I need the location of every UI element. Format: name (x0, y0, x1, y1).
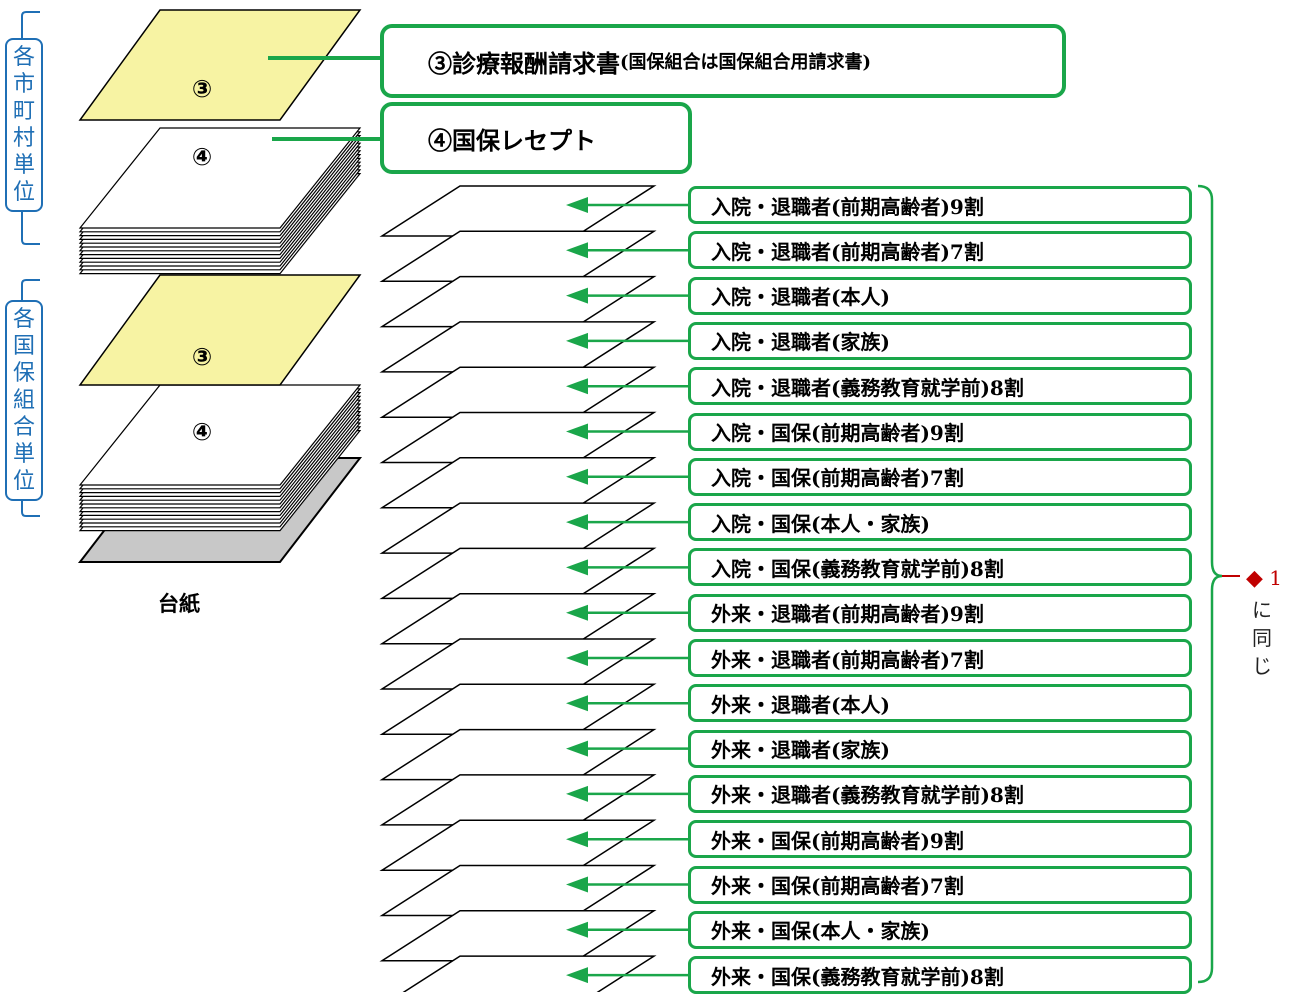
category-item: 外来・退職者(前期高齢者)7割 (688, 639, 1192, 677)
arrow-head (566, 242, 588, 259)
category-item: 外来・退職者(家族) (688, 729, 1192, 768)
category-item: 入院・退職者(家族) (688, 321, 1192, 360)
union-label-char: 単 (12, 442, 35, 467)
divider-sheet (379, 230, 657, 283)
category-item: 外来・国保(前期高齢者)7割 (688, 865, 1192, 904)
municipality-label-char: 村 (12, 126, 35, 151)
arrow-head (566, 921, 588, 938)
stack-marker-invoice: ③ (191, 75, 213, 103)
municipality-label-char: 単 (12, 153, 35, 178)
divider-sheet (379, 321, 657, 373)
divider-sheet (379, 457, 657, 509)
divider-sheet (379, 592, 657, 645)
divider-sheet (379, 864, 657, 917)
connector-lines (268, 56, 1240, 984)
union-label-char: 各 (12, 307, 35, 332)
receipt-callout-title: ④国保レセプト (428, 125, 596, 155)
category-item: 入院・国保(前期高齢者)7割 (688, 457, 1192, 496)
municipality-label-char: 各 (12, 45, 35, 70)
arrow-head (566, 740, 588, 757)
arrow-head (566, 695, 588, 712)
stack-marker-receipt: ④ (191, 418, 213, 446)
arrow-head (566, 967, 588, 984)
reference-number: 1 (1269, 566, 1283, 590)
reference-same-as: に同じ (1250, 596, 1274, 680)
invoice-callout-note: (国保組合は国保組合用請求書) (620, 52, 872, 73)
invoice-callout-title: ③診療報酬請求書 (428, 48, 620, 78)
arrow-head (566, 876, 588, 893)
arrow-head (566, 287, 588, 304)
arrow-head (566, 197, 588, 213)
arrow-head (566, 831, 588, 848)
divider-sheet (379, 366, 657, 418)
receipt-sheet (78, 384, 362, 486)
divider-sheet (402, 955, 657, 992)
invoice-callout: ③診療報酬請求書(国保組合は国保組合用請求書) (380, 24, 1066, 98)
arrow-head (566, 650, 588, 666)
municipality-label-char: 町 (12, 99, 35, 124)
category-item: 入院・国保(前期高齢者)9割 (688, 412, 1192, 451)
category-item: 外来・国保(前期高齢者)9割 (688, 820, 1192, 859)
arrow-head (566, 604, 588, 621)
reference-char: 同 (1252, 626, 1272, 650)
divider-sheet (379, 502, 657, 554)
category-item: 外来・退職者(前期高齢者)9割 (688, 593, 1192, 632)
reference-char: じ (1252, 654, 1272, 678)
union-label-char: 合 (12, 415, 35, 440)
category-item: 外来・退職者(本人) (688, 684, 1192, 723)
union-label-char: 保 (12, 361, 35, 386)
divider-sheet (379, 683, 657, 736)
divider-sheet (379, 411, 657, 464)
category-item: 外来・退職者(義務教育就学前)8割 (688, 774, 1192, 813)
paper-stacks (77, 9, 363, 563)
arrow-head (566, 785, 588, 802)
arrow-head (566, 514, 588, 531)
reference-mark: ◆ 1 (1246, 566, 1282, 591)
receipt-sheet (78, 127, 362, 229)
arrow-head (566, 468, 588, 485)
divider-sheet (379, 638, 657, 690)
reference-diamond: ◆ (1246, 566, 1263, 591)
category-item: 入院・退職者(前期高齢者)7割 (688, 231, 1192, 270)
union-unit-label: 各国保組合単位 (5, 300, 43, 501)
arrow-head (566, 559, 588, 576)
invoice-sheet (78, 274, 362, 386)
union-label-char: 位 (12, 469, 35, 494)
divider-sheet (379, 275, 657, 328)
municipality-label-char: 市 (12, 72, 35, 97)
category-item: 入院・国保(義務教育就学前)8割 (688, 548, 1192, 587)
union-label-char: 国 (12, 334, 35, 359)
union-label-char: 組 (12, 388, 35, 413)
arrow-head (566, 423, 588, 440)
divider-sheet (379, 547, 657, 600)
municipality-label-char: 位 (12, 180, 35, 205)
divider-sheet (379, 774, 657, 826)
divider-sheet (379, 910, 657, 962)
category-item: 入院・退職者(義務教育就学前)8割 (688, 367, 1192, 406)
municipality-unit-label: 各市町村単位 (5, 38, 43, 212)
stack-marker-invoice: ③ (191, 343, 213, 371)
category-item: 入院・国保(本人・家族) (688, 503, 1192, 542)
arrow-head (566, 332, 588, 349)
divider-sheet (379, 728, 657, 781)
reference-char: に (1252, 598, 1272, 622)
invoice-sheet (78, 9, 362, 121)
stack-marker-receipt: ④ (191, 143, 213, 171)
classification-sheets (379, 185, 657, 992)
receipt-callout: ④国保レセプト (380, 102, 692, 174)
category-item: 入院・退職者(前期高齢者)9割 (688, 186, 1192, 224)
base-board-label: 台紙 (158, 592, 200, 616)
category-item: 外来・国保(本人・家族) (688, 910, 1192, 949)
category-item: 外来・国保(義務教育就学前)8割 (688, 956, 1192, 994)
divider-sheet (379, 819, 657, 871)
category-item: 入院・退職者(本人) (688, 276, 1192, 315)
arrow-head (566, 378, 588, 395)
group-brace (1197, 184, 1223, 984)
divider-sheet (379, 185, 657, 237)
